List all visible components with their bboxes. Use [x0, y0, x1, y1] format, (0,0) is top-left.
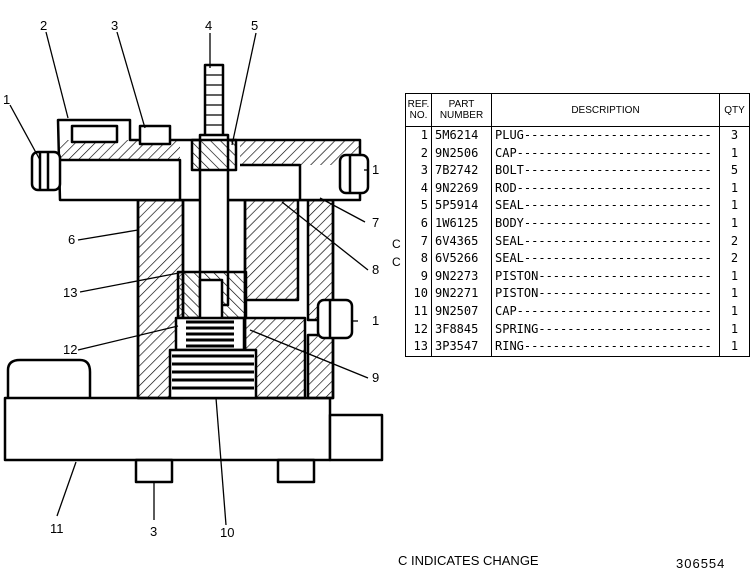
ref-no-header: REF.NO. [405, 93, 432, 127]
table-cell-part: 6V5266 [435, 251, 479, 266]
table-cell-part: 9N2271 [435, 286, 479, 301]
table-cell-qty: 1 [730, 215, 739, 230]
table-cell-description: PISTON------------------------ [495, 286, 712, 301]
cap-base-part [3, 358, 384, 484]
piston-upper-part [176, 270, 248, 322]
table-cell-ref: 4 [420, 180, 428, 195]
table-cell-qty: 1 [730, 303, 739, 318]
callout-4: 4 [205, 18, 212, 33]
table-cell-part: 1W6125 [435, 215, 479, 230]
table-cell-part: 9N2269 [435, 180, 479, 195]
table-cell-part: 9N2273 [435, 268, 479, 283]
table-cell-description: RING-------------------------- [495, 339, 712, 354]
callout-12: 12 [63, 342, 77, 357]
description-column: PLUG-------------------------- CAP-------… [491, 126, 720, 357]
spring-part [174, 316, 246, 352]
callout-5: 5 [251, 18, 258, 33]
description-header: DESCRIPTION [491, 93, 720, 127]
table-cell-part: 9N2507 [435, 303, 479, 318]
callout-13: 13 [63, 285, 77, 300]
table-cell-ref: 6 [420, 215, 428, 230]
plug-right-mid-part [316, 298, 354, 340]
table-cell-part: 3F8845 [435, 321, 479, 336]
table-cell-qty: 1 [730, 145, 739, 160]
qty-column: 3 1 5 1 1 1 2 2 1 1 1 1 1 [719, 126, 750, 357]
table-cell-ref: 2 [420, 145, 428, 160]
callout-2: 2 [40, 18, 47, 33]
callout-1-right-mid: 1 [372, 313, 379, 328]
table-cell-part: 5P5914 [435, 198, 479, 213]
table-cell-part: 3P3547 [435, 339, 479, 354]
table-cell-part: 9N2506 [435, 145, 479, 160]
table-cell-part: 6V4365 [435, 233, 479, 248]
callout-6: 6 [68, 232, 75, 247]
table-cell-ref: 5 [420, 198, 428, 213]
table-cell-ref: 11 [413, 303, 428, 318]
change-mark-row-8: C [392, 255, 401, 269]
callout-1-left: 1 [3, 92, 10, 107]
callout-3-bottom: 3 [150, 524, 157, 539]
part-number-column: 5M6214 9N2506 7B2742 9N2269 5P5914 1W6125 6V43… [431, 126, 492, 357]
table-cell-qty: 1 [730, 268, 739, 283]
table-cell-ref: 12 [413, 321, 428, 336]
table-cell-ref: 8 [420, 251, 428, 266]
change-legend-note: C INDICATES CHANGE [398, 553, 539, 568]
callout-10: 10 [220, 525, 234, 540]
table-cell-qty: 2 [730, 251, 739, 266]
table-cell-description: SPRING------------------------ [495, 321, 712, 336]
table-cell-qty: 1 [730, 286, 739, 301]
table-cell-description: CAP--------------------------- [495, 145, 712, 160]
table-cell-qty: 1 [730, 339, 739, 354]
table-cell-description: SEAL-------------------------- [495, 198, 712, 213]
change-mark-row-7: C [392, 237, 401, 251]
table-cell-ref: 10 [413, 286, 428, 301]
callout-7: 7 [372, 215, 379, 230]
table-cell-qty: 5 [730, 163, 739, 178]
table-cell-ref: 3 [420, 163, 428, 178]
table-cell-description: ROD--------------------------- [495, 180, 712, 195]
table-cell-description: BODY-------------------------- [495, 215, 712, 230]
table-cell-description: PISTON------------------------ [495, 268, 712, 283]
qty-header: QTY [719, 93, 750, 127]
cross-section-drawing: 1 2 3 4 5 1 7 6 8 13 1 12 9 11 3 10 [3, 18, 384, 540]
table-cell-description: BOLT-------------------------- [495, 163, 712, 178]
table-cell-qty: 1 [730, 198, 739, 213]
table-cell-part: 7B2742 [435, 163, 479, 178]
table-cell-ref: 1 [420, 128, 428, 142]
callout-11: 11 [50, 521, 64, 536]
piston-lower-part [168, 348, 258, 400]
table-cell-qty: 1 [730, 180, 739, 195]
table-cell-ref: 9 [420, 268, 428, 283]
table-cell-description: PLUG-------------------------- [495, 128, 712, 142]
table-cell-description: SEAL-------------------------- [495, 233, 712, 248]
table-cell-qty: 1 [730, 321, 739, 336]
callout-9: 9 [372, 370, 379, 385]
drawing-number: 306554 [676, 556, 726, 571]
table-cell-description: SEAL-------------------------- [495, 251, 712, 266]
table-cell-qty: 3 [730, 128, 739, 142]
table-cell-description: CAP--------------------------- [495, 303, 712, 318]
callout-3-top: 3 [111, 18, 118, 33]
callout-1-right-top: 1 [372, 162, 379, 177]
table-cell-ref: 13 [413, 339, 428, 354]
plug-left-part [30, 150, 62, 192]
table-cell-part: 5M6214 [435, 128, 479, 142]
table-cell-ref: 7 [420, 233, 428, 248]
callout-8: 8 [372, 262, 379, 277]
plug-right-top-part [338, 153, 370, 195]
table-cell-qty: 2 [730, 233, 739, 248]
